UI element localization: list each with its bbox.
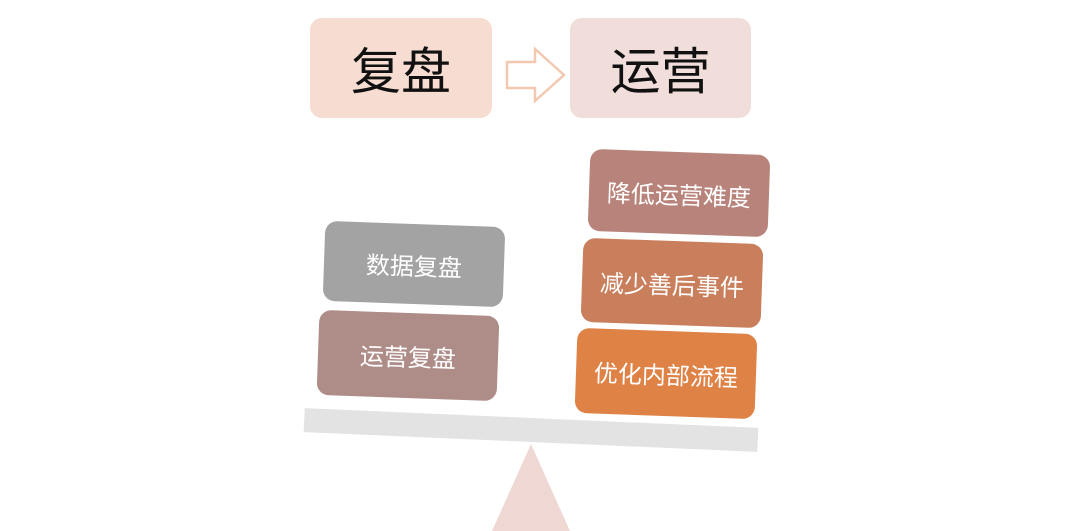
reduce-difficulty-block: 降低运营难度: [587, 148, 771, 238]
review-box: 复盘: [310, 18, 492, 118]
review-label: 复盘: [351, 43, 451, 101]
operations-box: 运营: [570, 18, 751, 118]
data-review-block: 数据复盘: [322, 220, 506, 308]
right-arrow-icon: [505, 46, 566, 104]
reduce-difficulty-label: 降低运营难度: [606, 178, 752, 213]
optimize-process-label: 优化内部流程: [593, 359, 739, 393]
operations-review-block: 运营复盘: [316, 309, 500, 402]
operations-label: 运营: [610, 43, 711, 101]
reduce-aftermath-block: 减少善后事件: [580, 237, 764, 329]
fulcrum-triangle-icon: [492, 444, 570, 531]
data-review-label: 数据复盘: [365, 250, 463, 283]
optimize-process-block: 优化内部流程: [574, 327, 758, 420]
operations-review-label: 运营复盘: [359, 342, 457, 374]
reduce-aftermath-label: 减少善后事件: [599, 268, 745, 303]
